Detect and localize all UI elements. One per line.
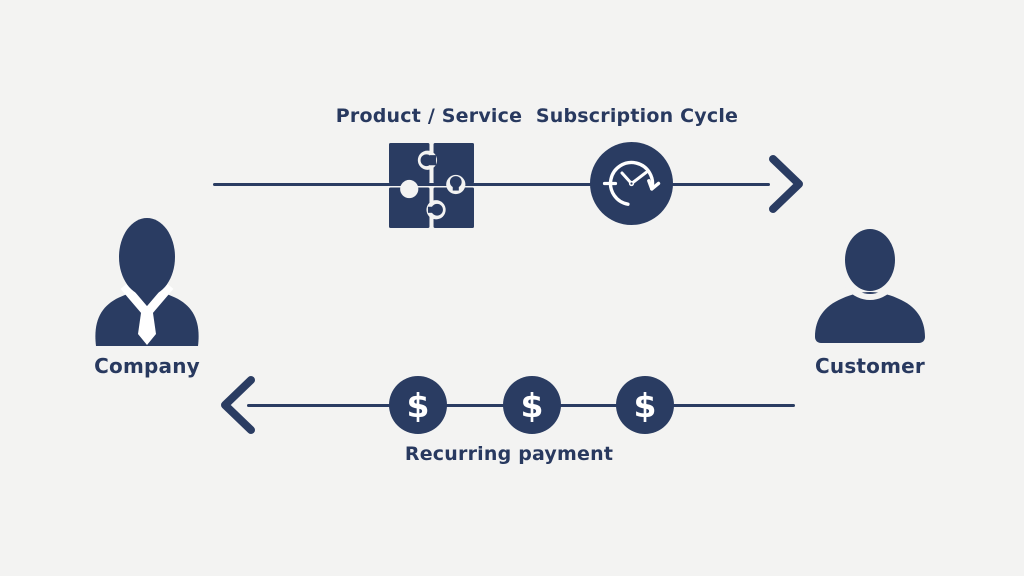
dollar-coin-icon: $: [389, 376, 447, 434]
arrow-right-icon: [769, 155, 803, 213]
puzzle-icon: [389, 143, 474, 228]
dollar-coin-icon: $: [616, 376, 674, 434]
subscription-cycle-label: Subscription Cycle: [535, 105, 739, 127]
person-icon: [815, 229, 925, 343]
product-service-label: Product / Service: [335, 105, 523, 127]
arrow-left-icon: [221, 376, 255, 434]
businessman-icon: [95, 218, 199, 346]
dollar-symbol: $: [406, 385, 430, 425]
dollar-symbol: $: [520, 385, 544, 425]
top-flow-line: [213, 183, 770, 186]
customer-label: Customer: [815, 354, 925, 378]
company-label: Company: [94, 354, 200, 378]
dollar-coin-icon: $: [503, 376, 561, 434]
dollar-symbol: $: [633, 385, 657, 425]
recurring-payment-label: Recurring payment: [404, 443, 614, 465]
subscription-cycle-icon: [590, 142, 673, 225]
